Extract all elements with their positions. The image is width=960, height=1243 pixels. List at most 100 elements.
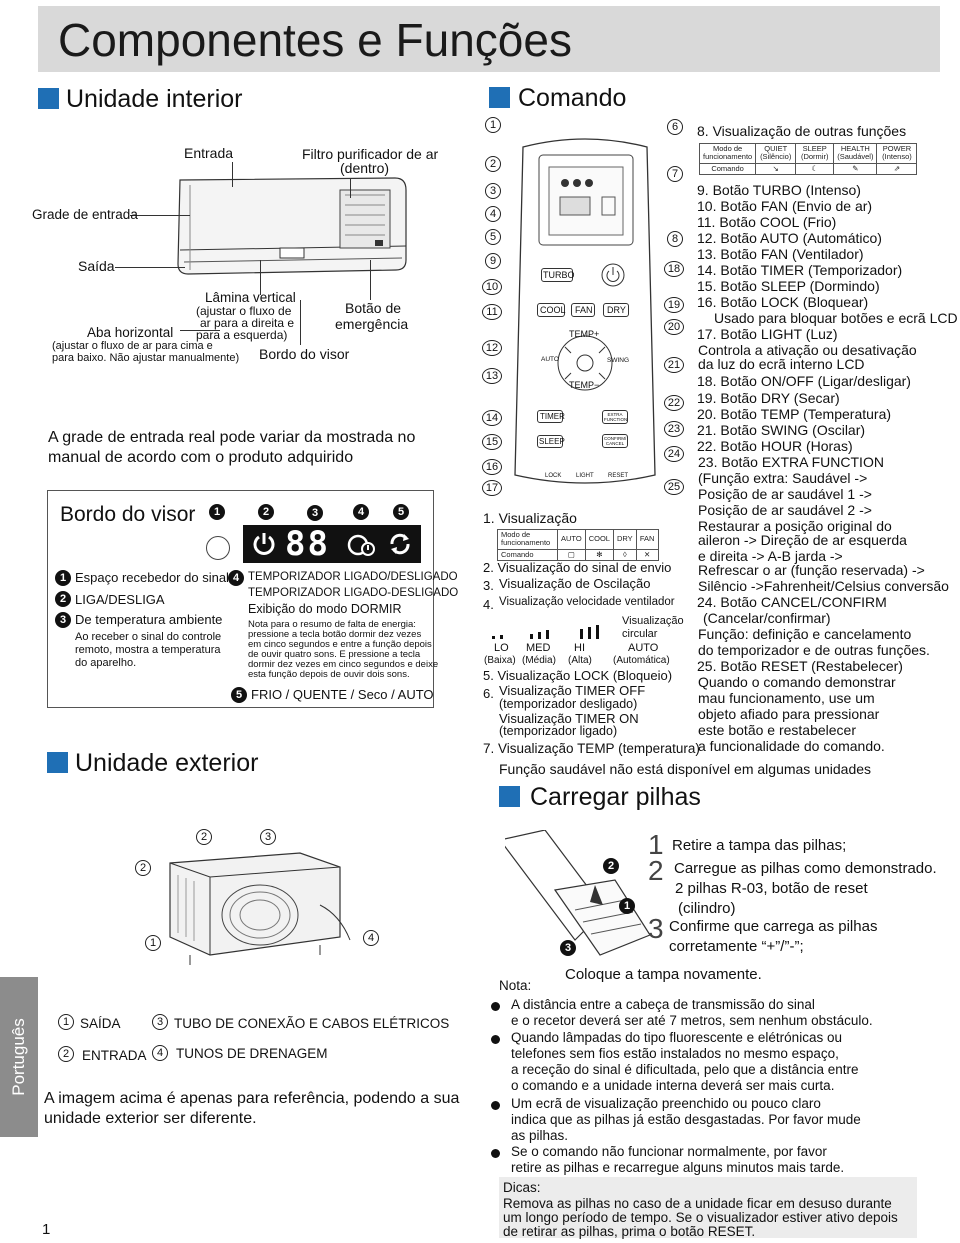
label-bordo-visor: Bordo do visor: [259, 346, 350, 362]
function-line: a funcionalidade do comando.: [698, 738, 885, 754]
num-12: 12: [482, 340, 502, 356]
vis-1-col: FAN: [635, 529, 659, 550]
display-item-2: LIGA/DESLIGA: [75, 592, 165, 607]
function-line: 24. Botão CANCEL/CONFIRM: [697, 594, 887, 610]
num-2: 2: [485, 156, 501, 172]
indoor-heading: Unidade interior: [66, 85, 243, 113]
speed-auto-pt: (Automática): [613, 655, 670, 666]
num-15: 15: [482, 434, 502, 450]
label-aba-2: (ajustar o fluxo de ar para cima e: [52, 340, 213, 352]
vis-7: 7. Visualização TEMP (temperatura): [483, 741, 700, 756]
extra-button[interactable]: [602, 410, 628, 424]
vis-6d: (temporizador ligado): [499, 724, 618, 738]
speed-lo-pt: (Baixa): [484, 655, 516, 666]
lock-label[interactable]: LOCK: [545, 473, 562, 479]
vis-1-col: COOL: [584, 529, 614, 550]
vis-4: Visualização velocidade ventilador: [499, 596, 675, 608]
power-icon: [253, 533, 275, 555]
label-botao-emergencia: Botão de: [345, 300, 402, 316]
num-1: 1: [145, 935, 161, 951]
function-line: 21. Botão SWING (Oscilar): [697, 422, 866, 438]
confirm-button[interactable]: [602, 434, 628, 448]
cool-button[interactable]: [537, 303, 565, 317]
function-line: 14. Botão TIMER (Temporizador): [697, 262, 903, 278]
num-3: 3: [55, 612, 71, 628]
outdoor-note-1: A imagem acima é apenas para referência,…: [44, 1090, 460, 1107]
step-2b: 2 pilhas R-03, botão de reset: [675, 880, 868, 897]
mode-cycle-icon: [390, 533, 410, 555]
num-2: 2: [258, 504, 274, 520]
note-line: as pilhas.: [511, 1128, 569, 1143]
swing-label[interactable]: SWING: [607, 357, 630, 364]
vis-4-circular-1: Visualização: [622, 615, 684, 627]
display-item-1: Espaço recebedor do sinal: [75, 570, 229, 585]
vis-1: 1. Visualização: [483, 510, 577, 526]
light-label[interactable]: LIGHT: [576, 473, 594, 479]
fan-mode-icon: ✕: [635, 548, 659, 561]
function-line: 19. Botão DRY (Secar): [697, 390, 840, 406]
speed-hi-pt: (Alta): [568, 655, 592, 666]
display-panel-box: [47, 490, 434, 708]
sleep-timer-icon: [347, 534, 375, 556]
display-item-4-note-4: de ouvir quatro sons. E pressione a tecl…: [248, 649, 421, 660]
auto-label[interactable]: AUTO: [541, 356, 559, 363]
note-line: e o recetor deverá ser até 7 metros, sem…: [511, 1013, 873, 1028]
bullet-icon: [491, 1035, 500, 1044]
tempdown-label[interactable]: TEMP−: [569, 380, 600, 390]
label-filtro-dentro: (dentro): [340, 160, 390, 176]
section-marker: [489, 87, 510, 108]
vis-2: 2. Visualização do sinal de envio: [483, 560, 672, 575]
timer-label: TIMER: [540, 412, 565, 421]
timer-button[interactable]: [537, 410, 563, 423]
dry-label: DRY: [607, 305, 626, 315]
num-3: 3: [307, 505, 323, 521]
num-18: 18: [664, 261, 684, 277]
func-8-table: Modo de funcionamento QUIET (Silêncio) S…: [698, 143, 918, 175]
function-line: Quando o comando demonstrar: [698, 674, 896, 690]
vis-4-circular-2: circular: [622, 628, 658, 640]
function-line: e direita -> A-B jarda ->: [698, 548, 843, 564]
function-line: Silêncio ->Fahrenheit/Celsius conversão: [698, 578, 949, 594]
label-aba-3: para baixo. Não ajustar manualmente): [52, 352, 240, 364]
func-8: 8. Visualização de outras funções: [697, 123, 907, 139]
num-16: 16: [482, 459, 502, 475]
vis-6c: Visualização TIMER ON: [499, 711, 639, 726]
function-line: (Cancelar/confirmar): [703, 610, 831, 626]
fan-button[interactable]: [571, 303, 595, 317]
speed-med: MED: [526, 642, 551, 654]
num-14: 14: [482, 410, 502, 426]
label-saida: Saída: [78, 258, 115, 274]
num-3: 3: [152, 1014, 168, 1030]
section-marker: [38, 88, 59, 109]
function-line: objeto afiado para pressionar: [698, 706, 880, 722]
sleep-button[interactable]: [537, 435, 563, 448]
indoor-unit-drawing: [177, 177, 407, 275]
reset-label[interactable]: RESET: [608, 473, 629, 479]
tips-box: [499, 1177, 917, 1238]
num-23: 23: [664, 421, 684, 437]
dry-button[interactable]: [603, 303, 629, 317]
tempup-label[interactable]: TEMP+: [569, 329, 600, 339]
speed-auto: AUTO: [628, 642, 659, 654]
function-line: Restaurar a posição original do: [698, 518, 892, 534]
turbo-button[interactable]: [541, 268, 573, 282]
note-line: Um ecrã de visualização preenchido ou po…: [511, 1096, 821, 1111]
num-2: 2: [58, 1046, 74, 1062]
vis-3: Visualização de Oscilação: [499, 576, 651, 591]
outdoor-label-3: TUBO DE CONEXÃO E CABOS ELÉTRICOS: [174, 1016, 450, 1031]
num-1: 1: [55, 570, 71, 586]
num-2: 2: [135, 860, 151, 876]
vis-6-num: 6.: [483, 686, 494, 701]
function-line: Posição de ar saudável 2 ->: [698, 502, 872, 518]
num-8: 8: [667, 231, 683, 247]
num-1: 1: [58, 1014, 74, 1030]
bullet-icon: [491, 1002, 500, 1011]
num-3: 3: [485, 183, 501, 199]
battery-remote-drawing: [505, 830, 651, 956]
label-lamina-2: (ajustar o fluxo de: [196, 304, 292, 318]
outdoor-note-2: unidade exterior ser diferente.: [44, 1110, 257, 1127]
num-1: 1: [209, 504, 225, 520]
num-11: 11: [482, 304, 502, 320]
vis-4-num: 4.: [483, 597, 494, 612]
speed-med-pt: (Média): [522, 655, 556, 666]
